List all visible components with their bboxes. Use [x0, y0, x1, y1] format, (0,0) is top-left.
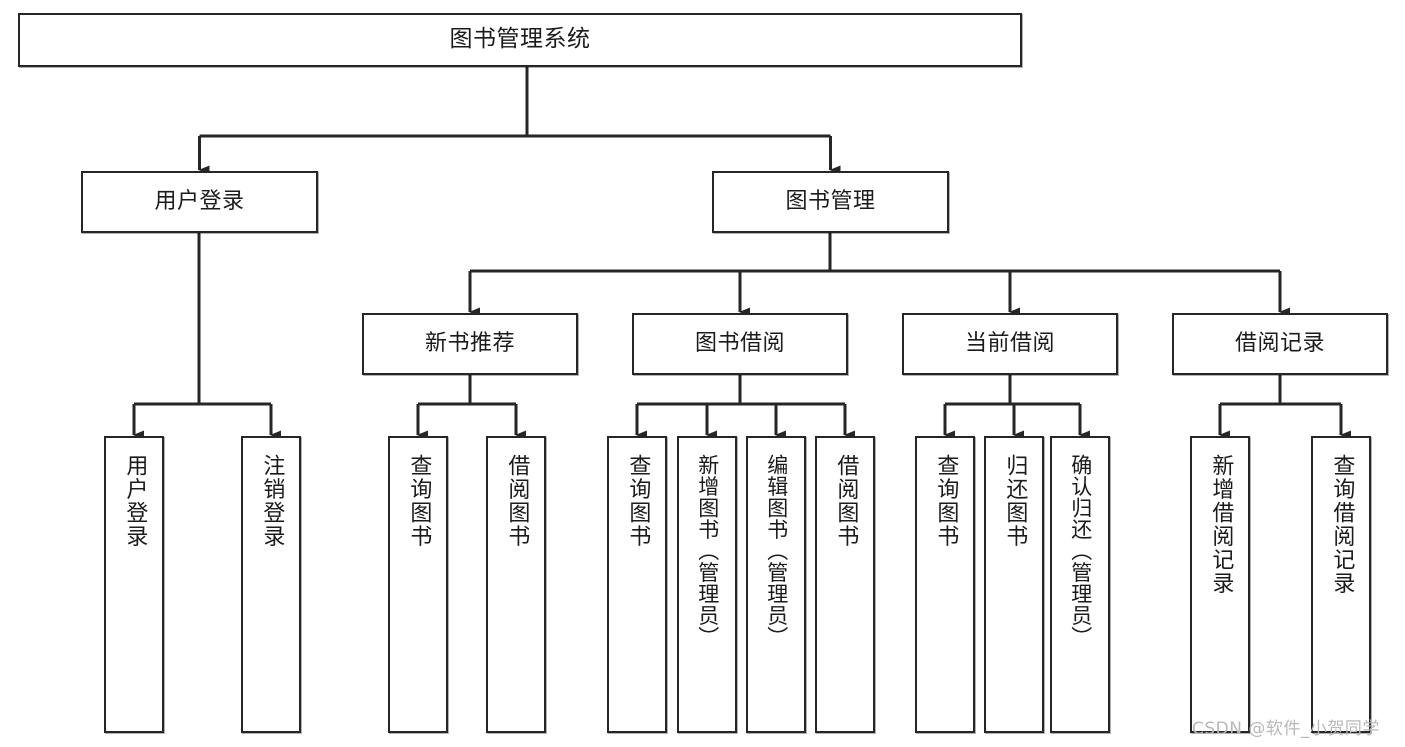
node-leaf-borrow-book-1[interactable]: 借阅图书	[486, 436, 546, 733]
node-label: 归还图书	[1002, 454, 1028, 548]
node-label: 确认归还（管理员）	[1068, 454, 1093, 648]
node-label: 借阅记录	[1234, 330, 1325, 356]
csdn-watermark: CSDN @软件_小贺同学	[1192, 719, 1380, 739]
node-leaf-borrow-book-2[interactable]: 借阅图书	[815, 436, 875, 733]
node-label: 查询图书	[625, 454, 651, 548]
node-label: 编辑图书（管理员）	[764, 454, 789, 648]
node-leaf-add-record[interactable]: 新增借阅记录	[1190, 436, 1250, 733]
node-book-borrow[interactable]: 图书借阅	[632, 313, 848, 375]
node-leaf-confirm-return[interactable]: 确认归还（管理员）	[1050, 436, 1110, 733]
node-book-manage[interactable]: 图书管理	[712, 171, 949, 233]
node-leaf-query-book-2[interactable]: 查询图书	[607, 436, 667, 733]
tree-edges	[132, 67, 1351, 440]
node-label: 注销登录	[259, 454, 285, 548]
node-leaf-edit-book[interactable]: 编辑图书（管理员）	[746, 436, 806, 733]
node-label: 借阅图书	[504, 454, 530, 548]
node-label: 借阅图书	[833, 454, 859, 548]
node-label: 新增图书（管理员）	[695, 454, 720, 648]
node-user-login[interactable]: 用户登录	[81, 171, 318, 233]
node-label: 新增借阅记录	[1208, 454, 1234, 595]
node-label: 当前借阅	[964, 330, 1055, 356]
node-label: 用户登录	[122, 454, 148, 548]
node-label: 新书推荐	[424, 330, 515, 356]
node-root[interactable]: 图书管理系统	[18, 13, 1022, 67]
node-label: 查询图书	[933, 454, 959, 548]
node-leaf-query-book-1[interactable]: 查询图书	[388, 436, 448, 733]
node-current-borrow[interactable]: 当前借阅	[902, 313, 1118, 375]
node-leaf-query-record[interactable]: 查询借阅记录	[1311, 436, 1371, 733]
node-borrow-record[interactable]: 借阅记录	[1172, 313, 1388, 375]
node-label: 图书管理	[785, 188, 876, 214]
node-leaf-return-book[interactable]: 归还图书	[984, 436, 1044, 733]
node-label: 图书借阅	[694, 330, 785, 356]
node-leaf-add-book[interactable]: 新增图书（管理员）	[677, 436, 737, 733]
node-leaf-query-book-3[interactable]: 查询图书	[915, 436, 975, 733]
node-leaf-logout[interactable]: 注销登录	[241, 436, 301, 733]
node-leaf-user-login[interactable]: 用户登录	[104, 436, 164, 733]
node-new-book-recommend[interactable]: 新书推荐	[362, 313, 578, 375]
node-label: 用户登录	[154, 188, 245, 214]
node-label: 查询图书	[406, 454, 432, 548]
node-label: 查询借阅记录	[1329, 454, 1355, 595]
node-label: 图书管理系统	[449, 26, 591, 53]
